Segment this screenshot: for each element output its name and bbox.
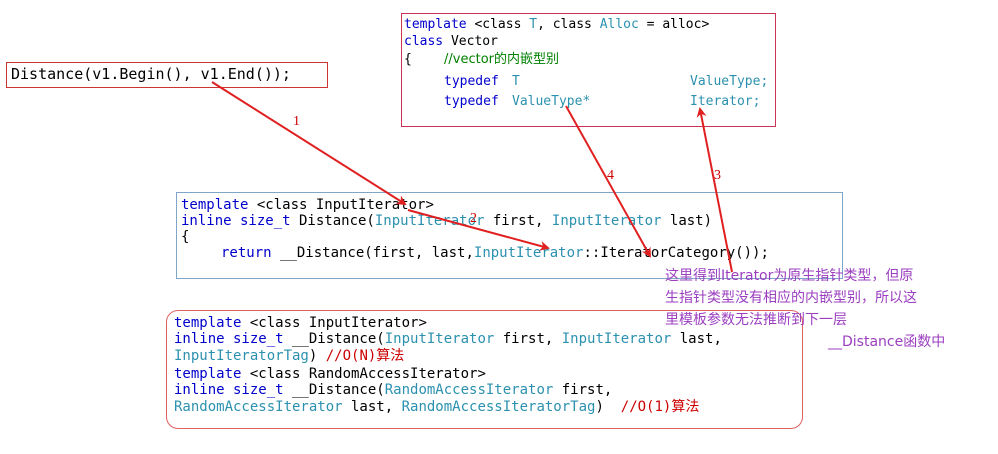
typedef-type-1: T [512,74,520,89]
impl-line-1: template <class InputIterator> [174,315,427,331]
note-line-2: 生指针类型没有相应的内嵌型别，所以这 [665,290,917,306]
arrow-1 [211,81,407,206]
distance-template-box: template <class InputIterator> inline si… [176,192,843,279]
call-box: Distance(v1.Begin(), v1.End()); [6,62,328,88]
arrow-label-2: 2 [470,211,477,226]
call-code: Distance(v1.Begin(), v1.End()); [11,65,291,83]
note-line-3: 里模板参数无法推断到下一层 [665,312,847,328]
impl-line-4: template <class RandomAccessIterator> [174,366,486,382]
note-line-1: 这里得到Iterator为原生指针类型，但原 [665,268,914,284]
distance-line-3: { [181,229,190,245]
typedef-name-iterator: Iterator; [690,94,761,109]
typedef-name-valuetype: ValueType; [690,74,769,89]
typedef-keyword-2: typedef [444,94,499,109]
vector-line-1: template <class T, class Alloc = alloc> [404,17,710,32]
impl-line-2: inline size_t __Distance(InputIterator f… [174,331,722,347]
arrow-label-4: 4 [607,168,614,183]
distance-line-2: inline size_t Distance(InputIterator fir… [181,213,713,229]
typedef-type-2: ValueType* [512,94,591,109]
arrow-3 [696,107,733,273]
note-line-4: __Distance函数中 [828,334,946,350]
vector-line-2: class Vector [404,34,498,49]
typedef-keyword-1: typedef [444,74,499,89]
vector-comment: //vector的内嵌型别 [444,52,559,67]
impl-line-6: RandomAccessIterator last, RandomAccessI… [174,399,700,415]
impl-line-3: InputIteratorTag) //O(N)算法 [174,348,405,364]
distance-impl-box: template <class InputIterator> inline si… [166,310,803,429]
vector-line-3: { [404,52,412,67]
distance-line-4: return __Distance(first, last,InputItera… [221,245,769,261]
vector-class-box: template <class T, class Alloc = alloc> … [401,13,776,127]
arrow-label-1: 1 [293,114,300,129]
impl-line-5: inline size_t __Distance(RandomAccessIte… [174,382,613,398]
arrow-4 [565,105,651,258]
arrow-label-3: 3 [714,168,721,183]
arrow-2 [407,209,550,251]
